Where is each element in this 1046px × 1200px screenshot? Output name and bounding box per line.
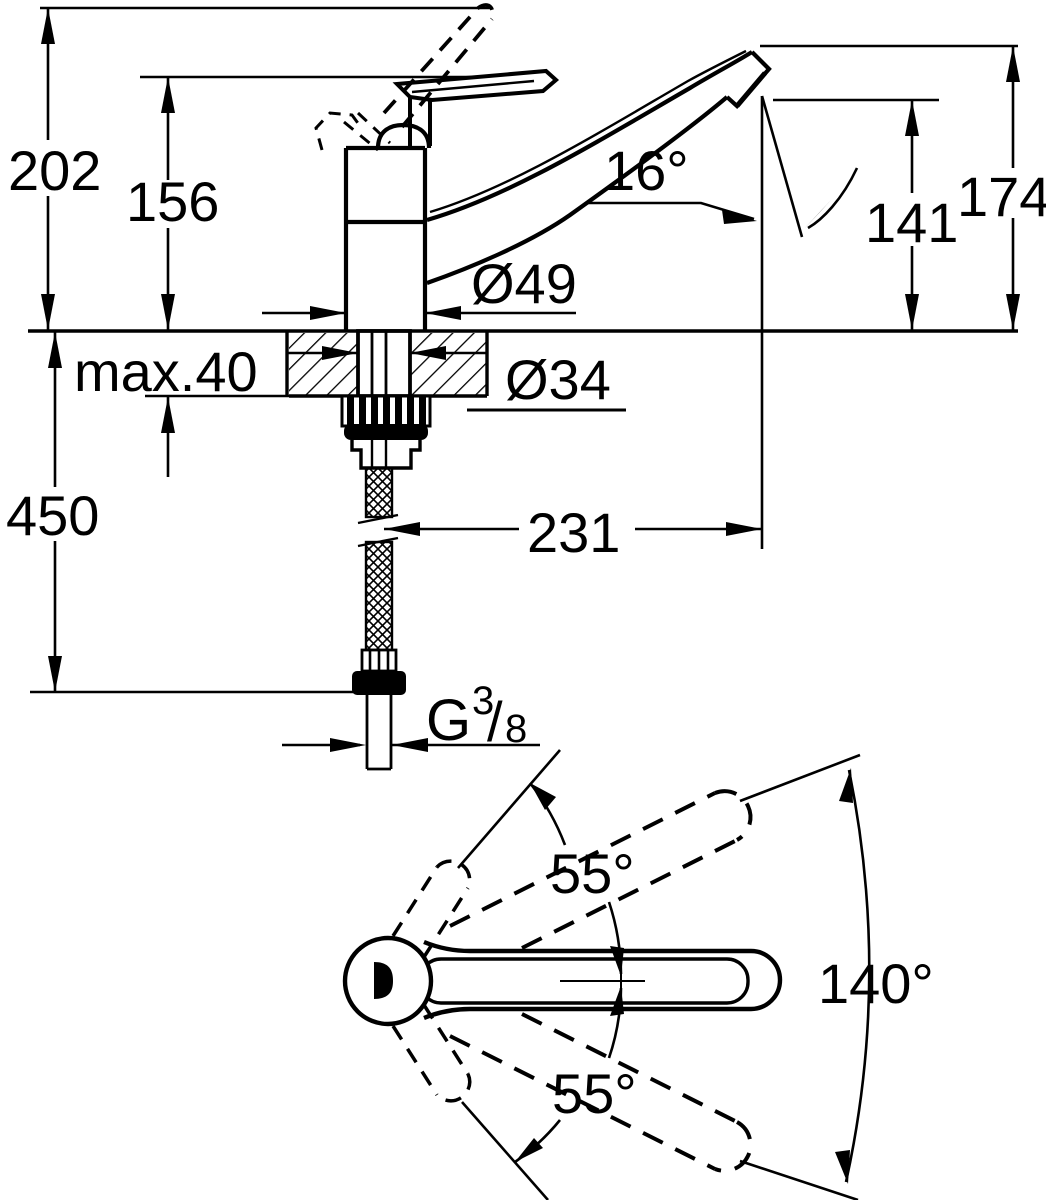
shank-diameter-label: Ø34 [505,348,611,411]
handle-pivot-ghost [314,111,392,152]
dimension-lines [28,6,1018,747]
aerator-icon [735,71,767,108]
swivel-total-label: 140° [818,952,934,1015]
faucet-height-label: 156 [126,170,219,233]
spout-outline [423,939,783,1021]
thread-slash: / [487,690,503,753]
hose-length-label: 450 [6,484,99,547]
thread-size-label: G 3 / 8 [426,679,527,753]
side-view-labels: 202 156 max.40 450 Ø49 Ø34 16° 141 174 2… [6,139,1046,753]
top-view-labels: 55° 55° 140° [550,842,934,1125]
nut-collar [344,424,428,440]
swivel-tail-ghosts [391,859,472,1103]
mounting-thickness-label: max.40 [74,340,258,403]
faucet-body [314,3,772,398]
top-view: 55° 55° 140° [342,749,934,1200]
swivel-total-arc [844,769,871,1183]
thread-numerator: 3 [472,679,494,723]
knob-mark-icon [374,962,393,999]
thread-denominator: 8 [505,707,527,751]
cartridge-dome [375,122,432,149]
nut-ribs [347,396,426,426]
angle-construction-lines [457,749,871,1200]
supply-hose-upper [364,466,394,519]
side-view: 202 156 max.40 450 Ø49 Ø34 16° 141 174 2… [6,3,1046,771]
mounting-hardware [340,394,432,771]
spout-reach-label: 231 [527,501,620,564]
faucet-top-view [342,935,783,1027]
swivel-lower-label: 55° [552,1062,637,1125]
spout [426,49,772,285]
handle-raised-ghost [382,3,495,129]
mounting-shank [356,329,412,398]
swivel-spout-ghosts [449,789,753,1173]
spout-top-height-label: 174 [957,165,1046,228]
hose-nut [352,671,406,695]
swivel-upper-label: 55° [550,842,635,905]
base-diameter-label: Ø49 [471,252,577,315]
supply-hose-lower [364,540,394,652]
hose-break-marks [357,513,399,548]
thread-tube [365,695,393,771]
spout-angle-label: 16° [604,139,689,202]
outlet-height-label: 141 [865,191,958,254]
thread-letter: G [426,688,471,753]
countertop-section [285,331,489,398]
total-height-label: 202 [8,139,101,202]
